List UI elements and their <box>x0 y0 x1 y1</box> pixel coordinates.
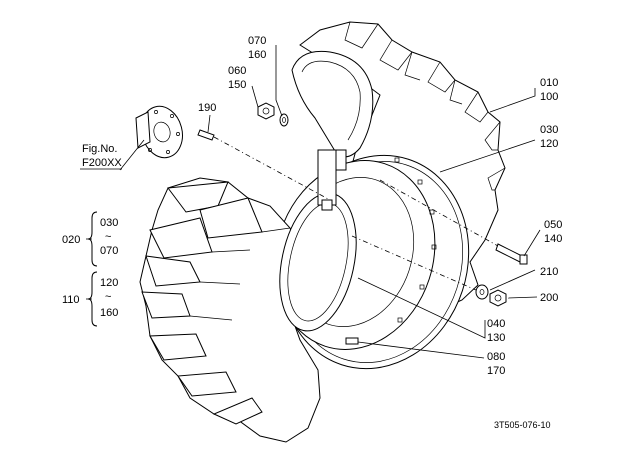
callout-140: 140 <box>544 233 562 245</box>
callout-labels: 070 160 060 150 190 010 100 030 120 050 … <box>198 35 562 377</box>
group-110-from: 120 <box>100 277 118 289</box>
group-110: 110 120 ~ 160 <box>62 271 118 327</box>
drawing-number: 3T505-076-10 <box>494 420 551 430</box>
hub-flange <box>135 105 183 159</box>
group-110-label: 110 <box>62 294 80 306</box>
stud-bolt-190 <box>197 129 331 201</box>
callout-200: 200 <box>540 292 558 304</box>
callout-150: 150 <box>228 79 246 91</box>
fig-ref-code: F200XX <box>82 157 122 169</box>
group-110-tilde: ~ <box>105 291 111 303</box>
group-020-from: 030 <box>100 217 118 229</box>
washer-070 <box>279 113 289 127</box>
nut-200 <box>489 289 507 307</box>
callout-060: 060 <box>228 65 246 77</box>
callout-160: 160 <box>248 49 266 61</box>
fig-reference: Fig.No. F200XX <box>80 143 122 170</box>
callout-080: 080 <box>487 351 505 363</box>
callout-130: 130 <box>487 332 505 344</box>
group-020-tilde: ~ <box>105 231 111 243</box>
group-110-to: 160 <box>100 307 118 319</box>
callout-100: 100 <box>540 91 558 103</box>
callout-010: 010 <box>540 77 558 89</box>
group-020-to: 070 <box>100 245 118 257</box>
fig-ref-label: Fig.No. <box>82 143 117 155</box>
callout-170: 170 <box>487 365 505 377</box>
nut-060 <box>257 102 275 120</box>
leader-lines <box>119 45 541 359</box>
callout-040: 040 <box>487 318 505 330</box>
group-020-label: 020 <box>62 234 80 246</box>
callout-050: 050 <box>544 219 562 231</box>
callout-070: 070 <box>248 35 266 47</box>
callout-030: 030 <box>540 124 558 136</box>
callout-120: 120 <box>540 138 558 150</box>
rear-tire <box>139 177 321 443</box>
callout-210: 210 <box>540 266 558 278</box>
bolt-050 <box>379 179 528 265</box>
washer-210 <box>475 284 489 300</box>
group-020: 020 030 ~ 070 <box>62 211 118 267</box>
rim-band <box>291 50 374 211</box>
callout-190: 190 <box>198 102 216 114</box>
